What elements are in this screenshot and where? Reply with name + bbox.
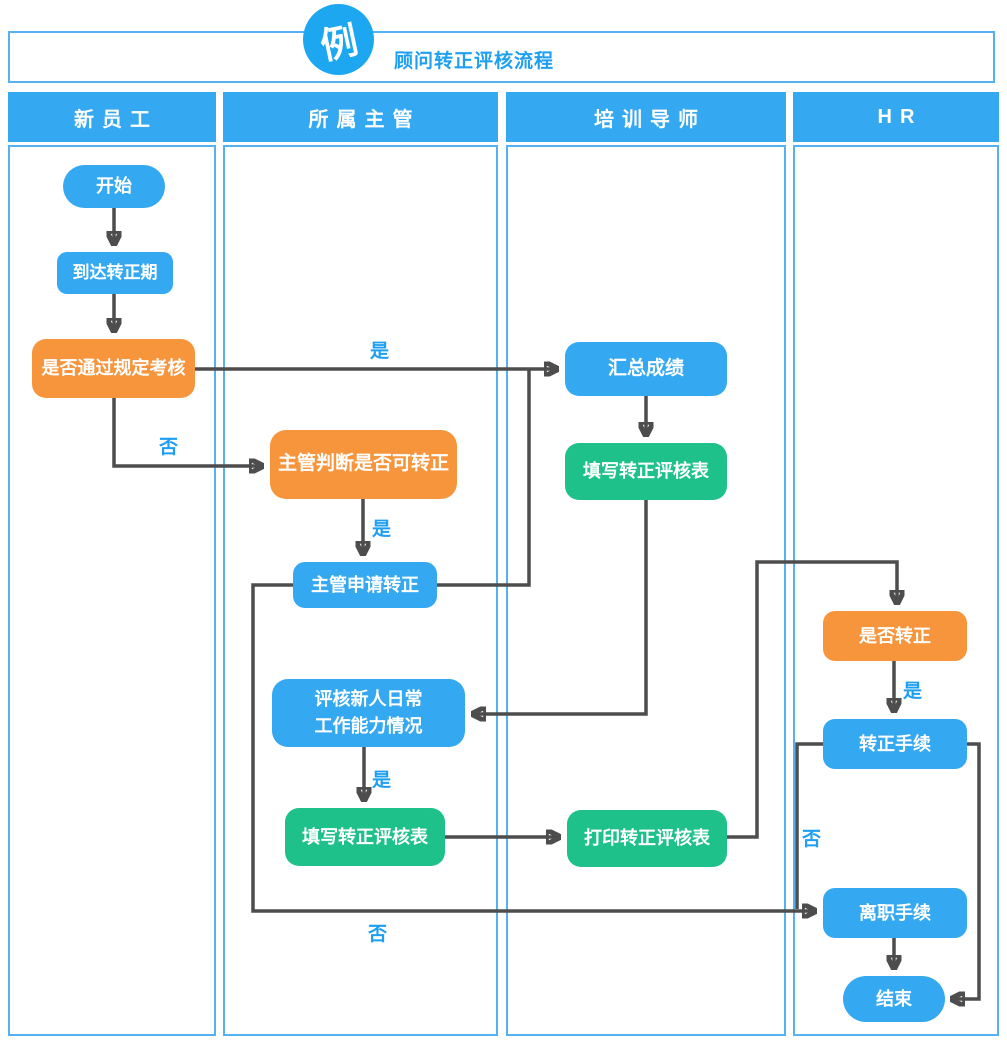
swimlane-body-hr: [793, 145, 999, 1036]
edge-label-evaluate-yes: 是: [372, 770, 392, 791]
node-start: 开始: [63, 165, 165, 208]
edge-regular-to-end: [953, 742, 981, 999]
edge-pass-exam-no-to-judge: [112, 398, 261, 466]
edge-label-judge-yes: 是: [372, 519, 392, 540]
node-confirm-regularization-decision: 是否转正: [823, 611, 967, 661]
node-reach-probation-end: 到达转正期: [57, 252, 173, 294]
title-bar: [8, 31, 995, 83]
edge-apply-no-to-resignation: [251, 583, 814, 911]
swimlane-body-new-employee: [8, 145, 216, 1036]
node-supervisor-judge-decision: 主管判断是否可转正: [270, 430, 457, 499]
node-evaluate-line2: 工作能力情况: [314, 716, 423, 736]
node-evaluate-line1: 评核新人日常: [314, 689, 423, 709]
node-end: 结束: [843, 976, 945, 1022]
node-supervisor-apply: 主管申请转正: [293, 562, 437, 608]
edge-print-to-confirm: [727, 560, 897, 839]
swimlane-header-tutor: 培训导师: [506, 92, 786, 142]
edge-apply-join-to-summarize: [437, 369, 531, 587]
edge-label-apply-no: 否: [368, 924, 388, 945]
node-summarize-scores: 汇总成绩: [565, 342, 727, 396]
swimlane-header-new-employee: 新员工: [8, 92, 216, 142]
node-print-form: 打印转正评核表: [567, 810, 727, 867]
page-title: 顾问转正评核流程: [394, 51, 555, 72]
edge-fill-tutor-to-evaluate: [474, 500, 648, 714]
swimlane-header-supervisor: 所属主管: [223, 92, 498, 142]
edge-regular-no-join: [795, 742, 823, 909]
node-pass-exam-decision: 是否通过规定考核: [32, 339, 195, 398]
edge-label-pass-yes: 是: [370, 341, 390, 362]
node-regularization-procedure: 转正手续: [823, 719, 967, 769]
example-badge: 例: [303, 4, 374, 75]
node-evaluate-daily-work: 评核新人日常 工作能力情况: [272, 679, 465, 747]
swimlane-body-supervisor: [223, 145, 498, 1036]
swimlane-body-tutor: [506, 145, 786, 1036]
example-badge-text: 例: [316, 19, 362, 67]
edge-label-regular-no: 否: [802, 829, 822, 850]
node-resignation-procedure: 离职手续: [823, 888, 967, 938]
node-fill-form-tutor: 填写转正评核表: [565, 443, 727, 500]
node-fill-form-supervisor: 填写转正评核表: [285, 808, 445, 866]
swimlane-header-hr: HR: [793, 92, 999, 142]
edge-label-confirm-yes: 是: [903, 681, 923, 702]
edge-label-pass-no: 否: [159, 437, 179, 458]
